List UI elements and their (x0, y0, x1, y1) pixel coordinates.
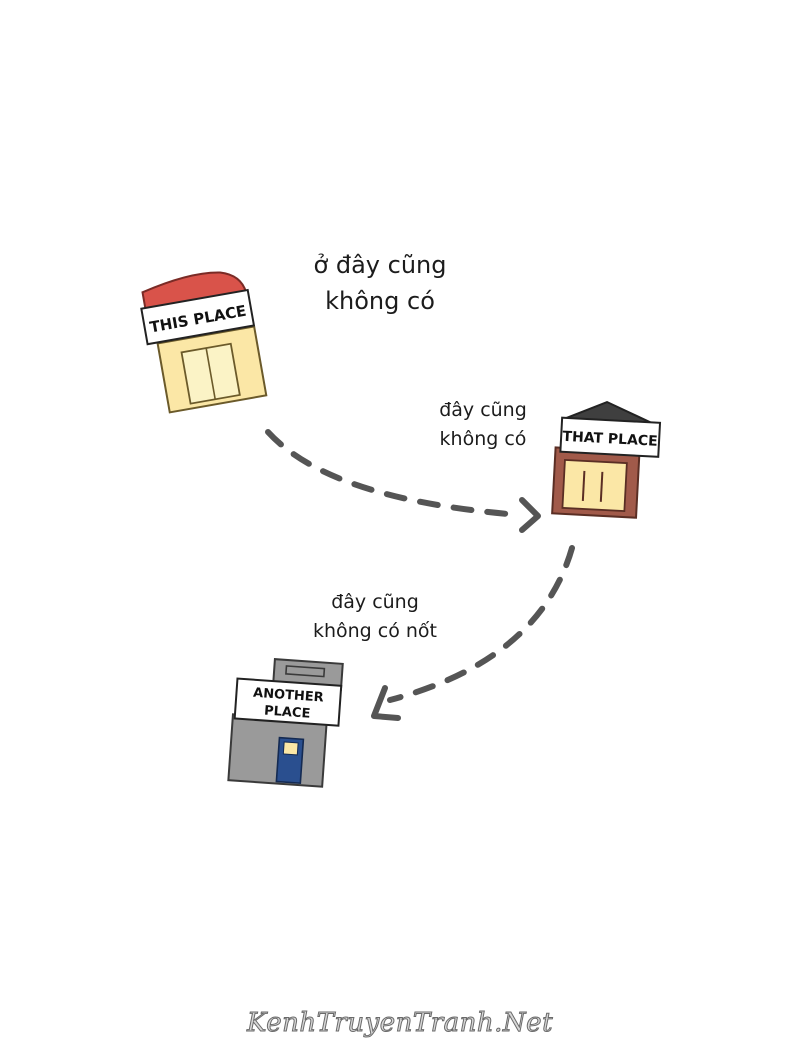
arrow-that-to-another-head (371, 685, 401, 721)
that-place-sign (559, 416, 662, 458)
caption-third-line2: không có nốt (312, 620, 438, 642)
watermark: KenhTruyenTranh.Net (246, 1008, 554, 1039)
caption-second-line2: không có (439, 428, 527, 450)
this-place-roof (141, 271, 248, 312)
caption-third: đây cũng không có nốt (300, 588, 450, 646)
that-place-window-bar1 (581, 470, 586, 501)
caption-third-line1: đây cũng (331, 591, 419, 613)
caption-second: đây cũng không có (428, 396, 538, 454)
that-place-window-bar2 (599, 471, 604, 502)
caption-first-line1: ở đây cũng (313, 251, 447, 279)
caption-first-line2: không có (325, 287, 435, 315)
building-that-place: THAT PLACE (551, 400, 662, 519)
this-place-sign (140, 288, 256, 346)
another-place-door-window (282, 741, 299, 756)
arrow-this-to-that-head (519, 497, 541, 533)
another-place-sign-line2: PLACE (264, 704, 311, 722)
arrow-this-to-that (265, 429, 541, 533)
another-place-sign-line1: ANOTHER (253, 686, 325, 706)
caption-second-line1: đây cũng (439, 399, 527, 421)
arrow-this-to-that-path (265, 429, 523, 518)
arrow-that-to-another-path (387, 545, 575, 703)
building-this-place: THIS PLACE (140, 271, 268, 414)
building-another-place: ANOTHER PLACE (227, 658, 344, 788)
another-place-vent (285, 665, 326, 678)
that-place-sign-text: THAT PLACE (562, 429, 658, 450)
arrow-that-to-another (371, 545, 575, 721)
another-place-sign (233, 677, 343, 727)
this-place-door-split (205, 347, 216, 400)
that-place-window (561, 458, 628, 513)
caption-first: ở đây cũng không có (300, 247, 460, 319)
